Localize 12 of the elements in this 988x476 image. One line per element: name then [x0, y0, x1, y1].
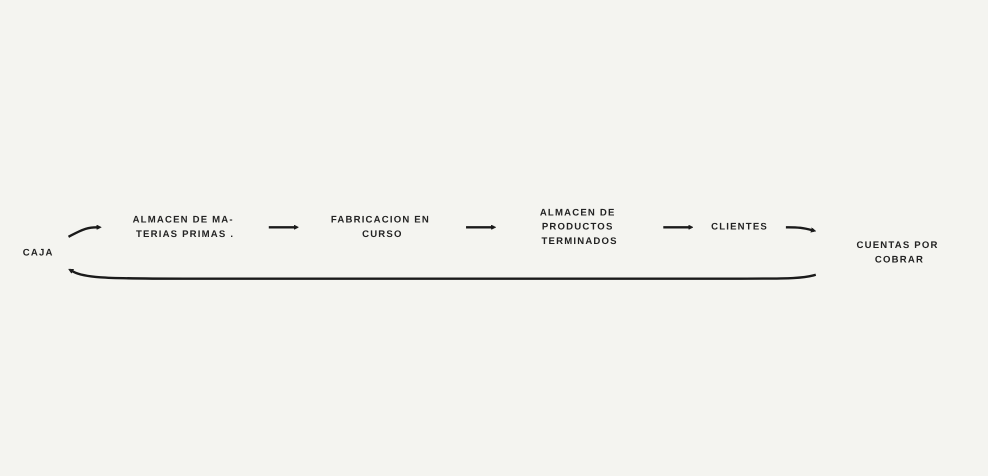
node-text: CUENTAS POR COBRAR: [856, 240, 939, 266]
node-text: ALMACEN DE PRODUCTOS TERMINADOS: [540, 208, 618, 247]
arrow: [68, 269, 816, 280]
node-text: ALMACEN DE MA- TERIAS PRIMAS .: [132, 214, 234, 240]
arrow: [68, 224, 102, 238]
arrow: [466, 224, 496, 230]
node-text: CLIENTES: [711, 222, 768, 232]
node-text: CAJA: [22, 248, 54, 258]
arrow: [786, 226, 816, 233]
node-text: FABRICACION EN CURSO: [330, 214, 430, 240]
arrow: [268, 224, 299, 230]
arrow: [663, 224, 694, 230]
